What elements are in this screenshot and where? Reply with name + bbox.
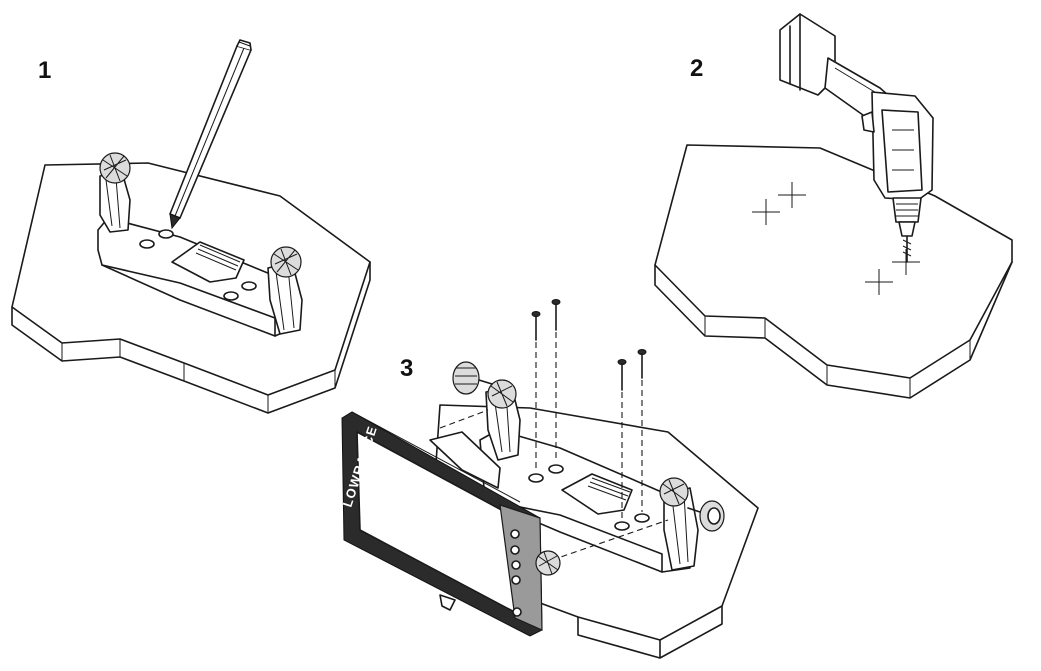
keypad-button-3 — [511, 560, 521, 570]
step-1-mark-holes: 1 — [11, 39, 371, 414]
step-1-right-knob — [270, 246, 302, 278]
drill-icon — [779, 13, 934, 263]
display-side-knob — [535, 550, 561, 576]
keypad-button-5 — [512, 607, 522, 617]
step-2-drill-holes: 2 — [654, 13, 1013, 399]
step-2-label: 2 — [690, 55, 703, 82]
step-3-hole-1 — [528, 473, 544, 483]
step-1-bracket — [97, 152, 303, 337]
step-2-hole-marks — [752, 182, 920, 295]
step-2-mounting-surface — [654, 144, 1013, 399]
step-3-hole-2 — [548, 464, 564, 474]
screw-2 — [551, 299, 561, 462]
step-1-hole-1 — [139, 239, 155, 249]
step-3-right-bracket-knob — [659, 477, 689, 507]
display-keypad — [510, 529, 522, 617]
keypad-button-2 — [510, 545, 520, 555]
step-3-hole-3 — [614, 521, 630, 531]
display-unit: LOWRANCE — [340, 411, 561, 637]
step-1-label: 1 — [38, 57, 51, 84]
pencil-icon — [169, 39, 252, 230]
step-3-mount-display: 3 — [340, 299, 759, 659]
step-3-label: 3 — [400, 355, 413, 382]
screw-icons — [531, 299, 647, 520]
step-3-hole-4 — [634, 513, 650, 523]
step-1-hole-4 — [241, 281, 257, 291]
keypad-button-4 — [511, 575, 521, 585]
step-3-right-loose-knob — [687, 500, 725, 532]
step-3-alignment-line-bottom — [551, 519, 669, 561]
keypad-button-1 — [510, 529, 520, 539]
step-3-left-bracket-knob — [487, 379, 517, 409]
screw-4 — [637, 349, 647, 512]
step-1-hole-3 — [223, 291, 239, 301]
step-1-left-knob — [99, 152, 131, 184]
step-1-hole-2 — [158, 229, 174, 239]
screw-3 — [617, 359, 627, 520]
screw-1 — [531, 311, 541, 470]
step-3-left-loose-knob — [452, 361, 493, 395]
step-3-alignment-line-top — [439, 409, 489, 429]
